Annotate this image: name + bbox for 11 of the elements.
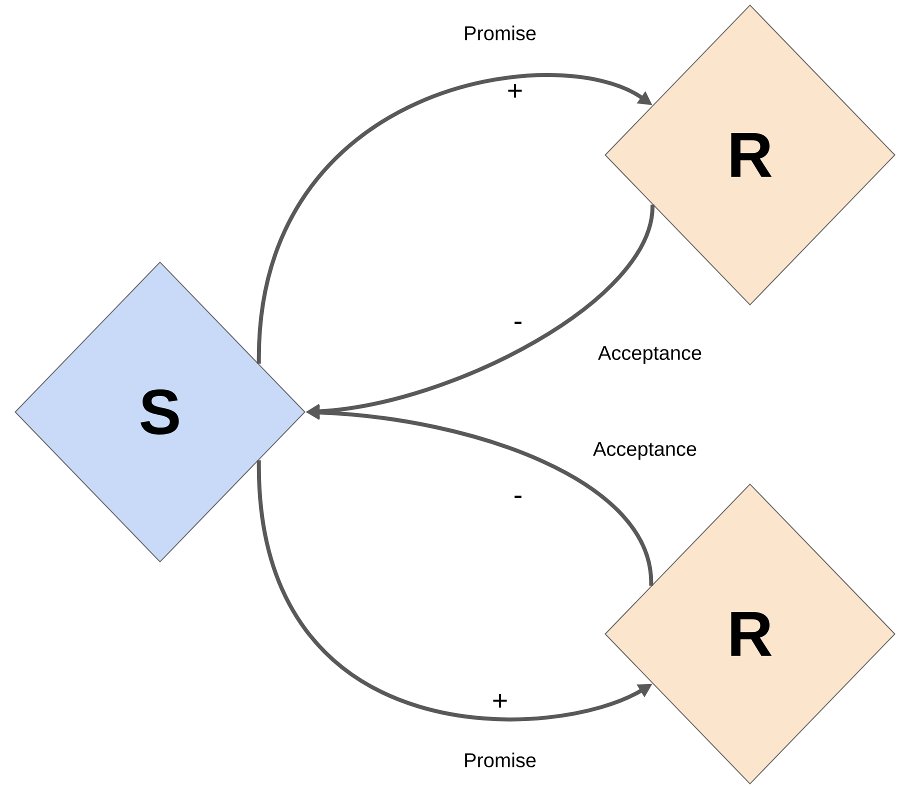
polarity-sign: + (508, 84, 522, 98)
diamond-node: S (14, 261, 306, 562)
edge-label: Promise (462, 24, 538, 42)
edge-label: Acceptance (592, 441, 698, 461)
polarity-sign: - (514, 496, 522, 498)
polarity-sign: - (514, 322, 522, 324)
edge-label: Promise (462, 752, 538, 768)
diamond-node: R (604, 483, 896, 784)
polarity-sign: + (493, 694, 507, 708)
edge-label: Acceptance (596, 345, 704, 365)
diamond-node: R (604, 4, 896, 306)
